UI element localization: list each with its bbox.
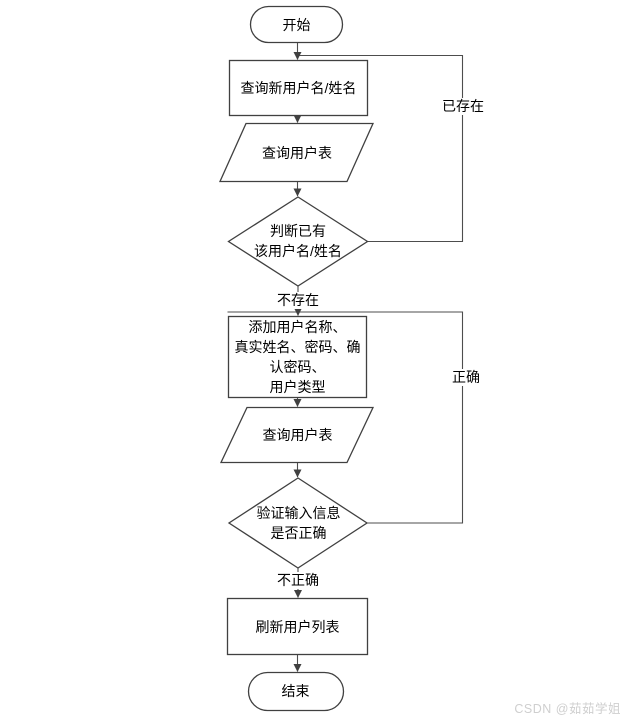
data-query-user-table-2-shape — [219, 406, 375, 464]
decision-user-exists-label: 判断已有 该用户名/姓名 — [254, 223, 342, 259]
process-query-new-user-shape — [228, 59, 369, 117]
start-terminator-shape — [249, 5, 344, 44]
decision-verify-input-shape — [227, 477, 369, 569]
decision-user-exists-shape — [227, 196, 369, 287]
edge-label-incorrect: 不正确 — [273, 572, 323, 589]
edge-label-exists: 已存在 — [440, 98, 486, 115]
query-new-user-label: 查询新用户名/姓名 — [240, 80, 357, 96]
decision-verify-input-label: 验证输入信息 是否正确 — [256, 505, 341, 541]
edge-correct-loop — [227, 311, 464, 524]
query-user-table-1-label: 查询用户表 — [262, 144, 332, 161]
data-query-user-table-1-shape — [218, 122, 375, 183]
edge-label-correct: 正确 — [450, 369, 482, 386]
process-add-user-shape — [227, 315, 368, 399]
edge-label-not-exists: 不存在 — [272, 292, 324, 309]
add-user-label: 添加用户名称、 真实姓名、密码、确 认密码、 用户类型 — [234, 319, 361, 395]
process-refresh-user-list-shape — [226, 597, 369, 656]
query-user-table-2-label: 查询用户表 — [262, 427, 333, 443]
edge-exists-loop — [298, 54, 464, 243]
csdn-watermark: CSDN @茹茹学姐 — [514, 702, 621, 716]
end-terminator-shape — [247, 671, 345, 712]
start-label: 开始 — [282, 16, 311, 33]
end-label: 结束 — [281, 683, 310, 699]
refresh-user-list-label: 刷新用户列表 — [255, 618, 340, 635]
